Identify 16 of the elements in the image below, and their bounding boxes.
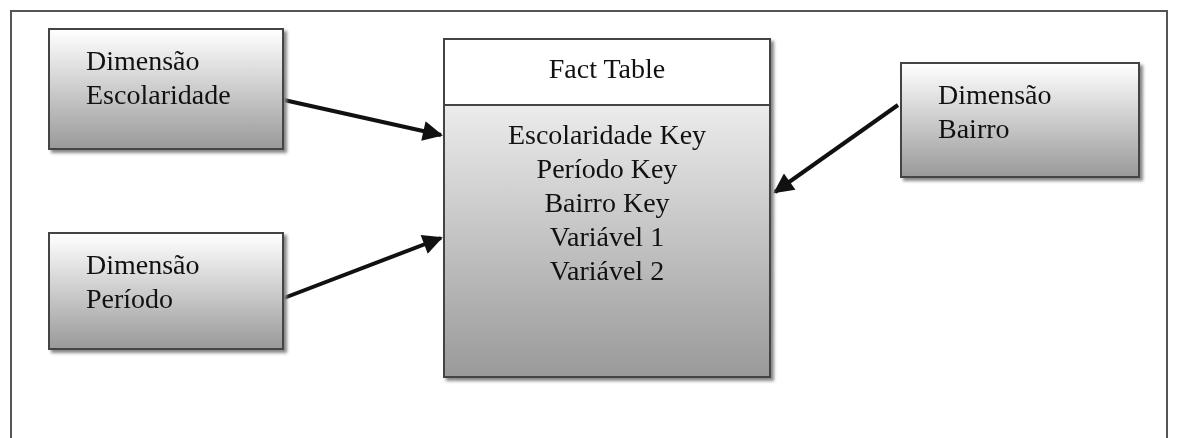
table-field: Variável 1 [549,220,665,254]
arrow [283,235,443,300]
table-field: Bairro Key [544,186,670,220]
table-field: Variável 2 [549,254,665,288]
box-label: Dimensão Período [86,248,201,316]
arrow [773,103,900,194]
fact-table-box [443,38,771,378]
arrow [283,98,443,141]
dimension-box [48,28,284,150]
dimension-box [48,232,284,350]
table-field: Escolaridade Key [507,118,707,152]
table-field: Período Key [536,152,678,186]
table-title: Fact Table [548,53,666,84]
dimension-box [900,62,1140,178]
box-label: Dimensão Bairro [938,78,1053,146]
box-label: Dimensão Escolaridade [86,44,232,112]
